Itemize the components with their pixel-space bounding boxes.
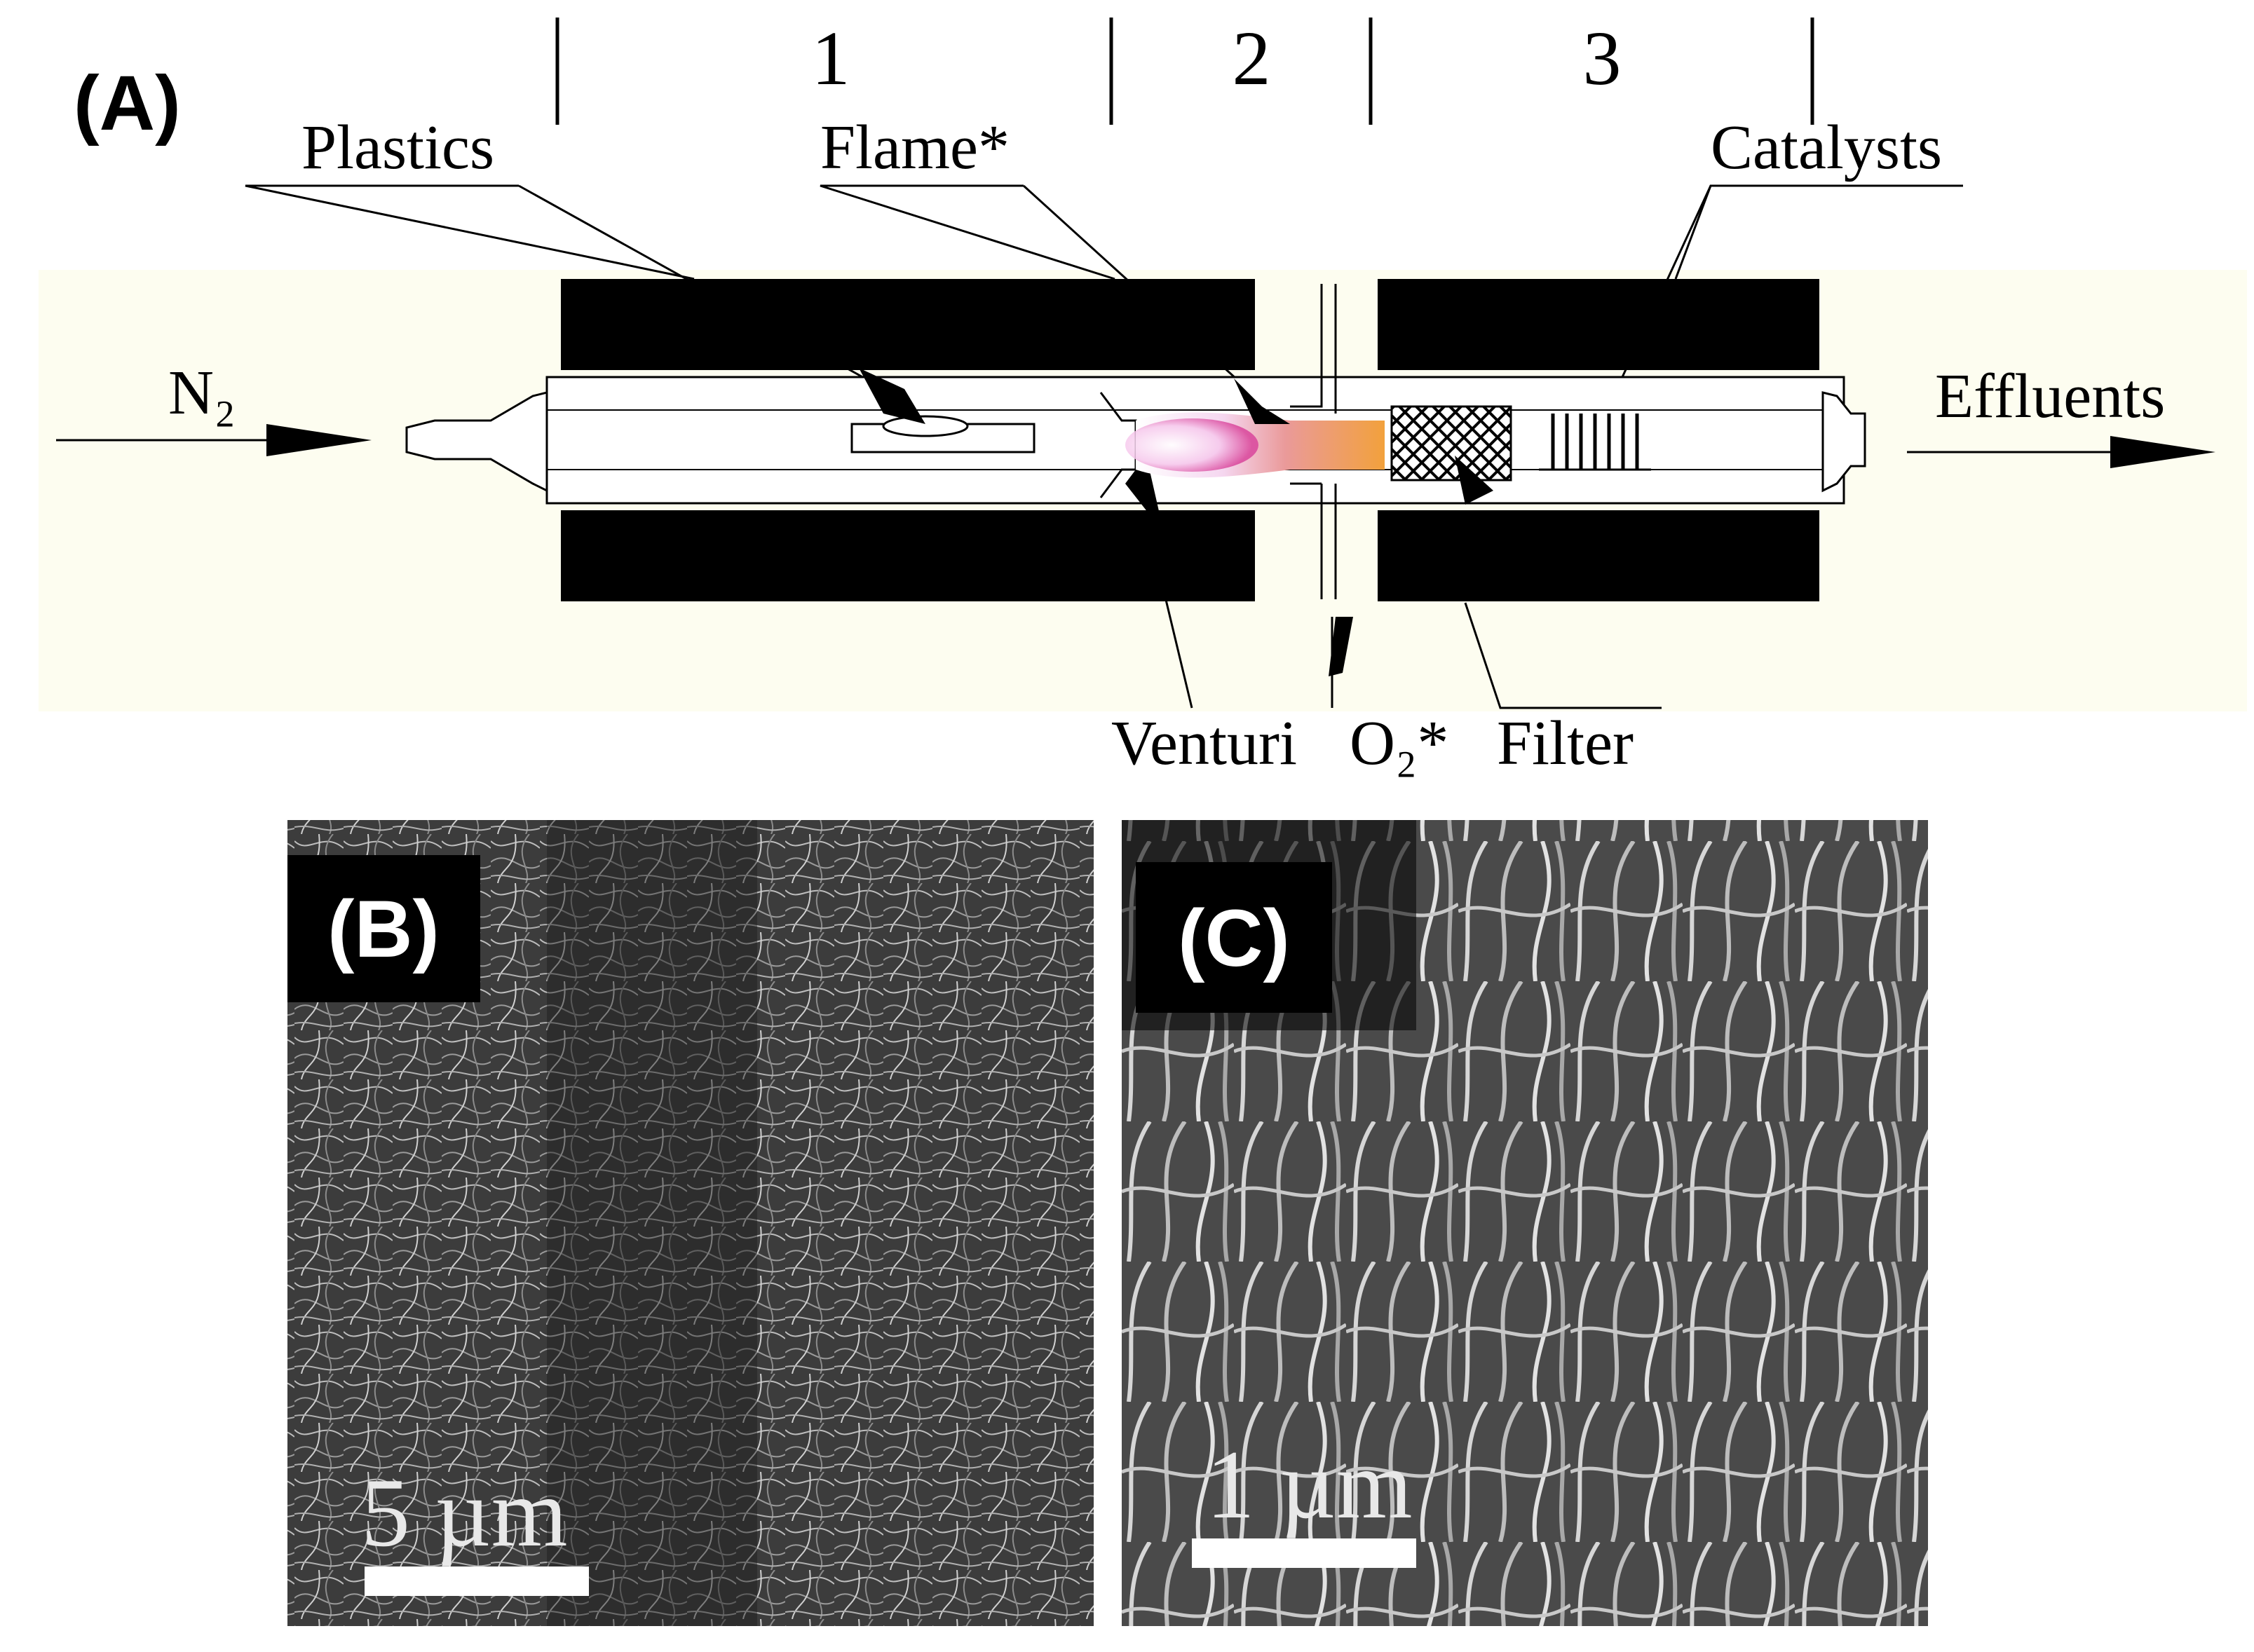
zone-number-2: 2 <box>1233 15 1271 101</box>
effluents-arrowhead <box>2110 436 2215 468</box>
inlet-nozzle <box>405 391 548 493</box>
heater-block-top-left <box>561 279 1255 370</box>
panel-c-label-box <box>1136 862 1332 1013</box>
label-plastics: Plastics <box>301 113 494 182</box>
heater-block-top-right <box>1378 279 1819 370</box>
flame-glow <box>1125 418 1258 472</box>
sem-image-b-dark-region <box>547 820 757 1626</box>
panel-a: (A) 1 2 3 Plastics Flame* Catalysts <box>39 15 2247 778</box>
scale-bar-b <box>365 1566 589 1596</box>
leader-flame <box>820 184 1115 280</box>
label-filter: Filter <box>1497 709 1634 778</box>
scale-text-b: 5 µm <box>361 1459 568 1567</box>
o2-arrow <box>1329 617 1353 676</box>
o2-inlet-tube <box>1290 284 1337 599</box>
label-o2: O₂* <box>1350 709 1448 778</box>
panel-c-label: (C) <box>1178 894 1290 983</box>
panel-b-label: (B) <box>327 885 440 974</box>
heater-block-bottom-left <box>561 510 1255 601</box>
zone-number-3: 3 <box>1583 15 1622 101</box>
plastics-arrow <box>859 368 925 424</box>
label-n2: N₂ <box>168 358 236 428</box>
catalyst-bed <box>1539 414 1651 471</box>
leader-filter <box>1464 602 1662 709</box>
leader-catalysts <box>1674 184 1963 280</box>
scale-bar-c <box>1192 1538 1416 1568</box>
flame-arrow <box>1234 378 1290 424</box>
label-flame: Flame* <box>820 113 1010 182</box>
panel-b: (B) 5 µm <box>287 820 1094 1626</box>
filter-arrow <box>1455 456 1493 505</box>
label-catalysts: Catalysts <box>1711 113 1942 182</box>
heater-block-bottom-right <box>1378 510 1819 601</box>
panel-b-label-box <box>287 855 480 1002</box>
leader-plastics <box>245 184 695 280</box>
outlet-nozzle <box>1821 391 1866 493</box>
leader-venturi <box>1148 532 1193 709</box>
label-venturi: Venturi <box>1111 709 1297 778</box>
plastics-sample <box>882 415 969 437</box>
scale-text-c: 1 µm <box>1206 1431 1413 1539</box>
venturi-arrow <box>1125 456 1164 533</box>
label-effluents: Effluents <box>1935 362 2165 431</box>
panel-c: (C) 1 µm <box>1122 820 1928 1626</box>
zone-number-1: 1 <box>812 15 850 101</box>
filter <box>1390 405 1512 482</box>
n2-arrowhead <box>266 424 372 456</box>
panel-a-label: (A) <box>74 60 181 146</box>
